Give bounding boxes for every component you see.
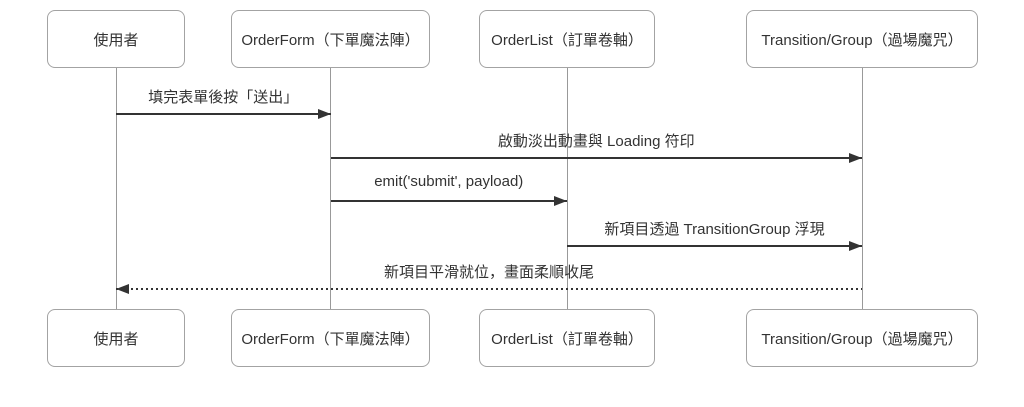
actor-label-order-form: OrderForm（下單魔法陣） bbox=[241, 330, 420, 348]
message-3-order-list-to-transition-group: 新項目透過 TransitionGroup 浮現 bbox=[567, 221, 862, 251]
actor-box-top-order-list: OrderList（訂單卷軸） bbox=[479, 10, 655, 68]
actor-box-bottom-order-list: OrderList（訂單卷軸） bbox=[479, 309, 655, 367]
arrowhead-icon bbox=[554, 196, 567, 206]
message-label: 啟動淡出動畫與 Loading 符印 bbox=[497, 133, 695, 150]
actor-box-top-transition-group: Transition/Group（過場魔咒） bbox=[746, 10, 978, 68]
arrowhead-icon bbox=[849, 241, 862, 251]
arrowhead-icon bbox=[317, 109, 331, 119]
message-line bbox=[116, 113, 331, 115]
actor-box-bottom-order-form: OrderForm（下單魔法陣） bbox=[231, 309, 430, 367]
actor-label-order-form: OrderForm（下單魔法陣） bbox=[241, 31, 420, 49]
actor-label-transition-group: Transition/Group（過場魔咒） bbox=[761, 31, 963, 49]
actor-label-order-list: OrderList（訂單卷軸） bbox=[491, 31, 643, 49]
lifeline-order-list bbox=[566, 68, 568, 309]
message-0-user-to-order-form: 填完表單後按「送出」 bbox=[116, 89, 331, 119]
actor-box-top-user: 使用者 bbox=[47, 10, 185, 68]
message-line bbox=[330, 157, 862, 159]
arrowhead-icon bbox=[116, 284, 129, 294]
message-1-order-form-to-transition-group: 啟動淡出動畫與 Loading 符印 bbox=[330, 133, 862, 163]
message-line bbox=[567, 245, 862, 247]
actor-label-order-list: OrderList（訂單卷軸） bbox=[491, 330, 643, 348]
message-label: 填完表單後按「送出」 bbox=[148, 89, 299, 106]
actor-label-user: 使用者 bbox=[93, 31, 139, 49]
actor-label-transition-group: Transition/Group（過場魔咒） bbox=[761, 330, 963, 348]
lifeline-order-form bbox=[330, 68, 331, 309]
actor-box-bottom-transition-group: Transition/Group（過場魔咒） bbox=[746, 309, 978, 367]
actor-box-bottom-user: 使用者 bbox=[47, 309, 185, 367]
message-line bbox=[116, 288, 862, 290]
lifeline-user bbox=[115, 68, 117, 309]
arrowhead-icon bbox=[849, 153, 862, 163]
message-label: 新項目平滑就位，畫面柔順收尾 bbox=[383, 264, 594, 281]
message-4-transition-group-to-user: 新項目平滑就位，畫面柔順收尾 bbox=[116, 264, 862, 294]
message-2-order-form-to-order-list: emit('submit', payload) bbox=[330, 173, 567, 206]
actor-label-user: 使用者 bbox=[93, 330, 139, 348]
lifeline-transition-group bbox=[861, 68, 863, 309]
message-line bbox=[330, 200, 567, 202]
actor-box-top-order-form: OrderForm（下單魔法陣） bbox=[231, 10, 430, 68]
message-label: 新項目透過 TransitionGroup 浮現 bbox=[604, 221, 825, 238]
message-label: emit('submit', payload) bbox=[374, 173, 524, 190]
